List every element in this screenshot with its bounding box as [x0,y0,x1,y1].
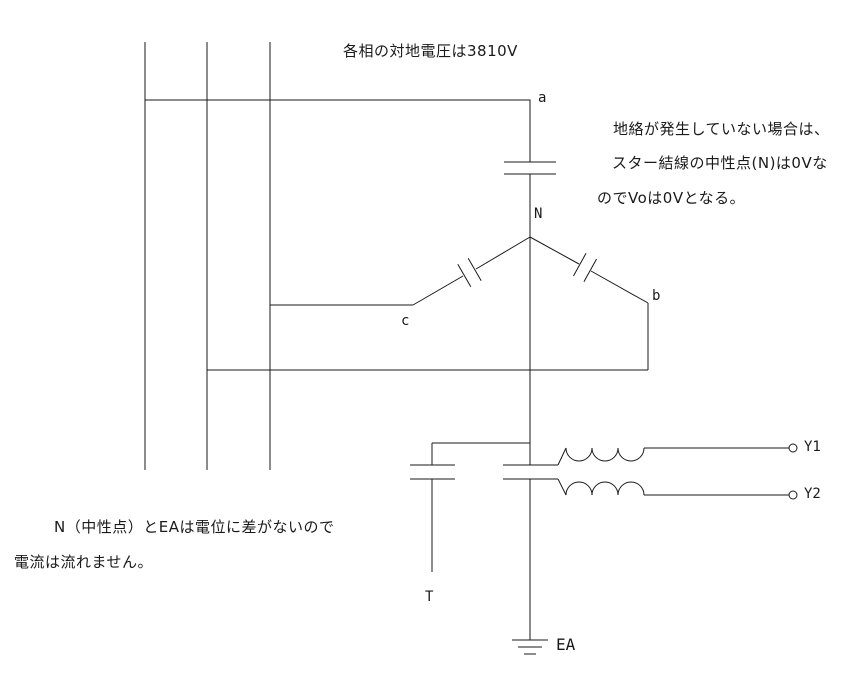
note-no-current-line1: N（中性点）とEAは電位に差がないので [54,518,335,536]
branch-b-wire [207,236,649,371]
ground-symbol-icon [512,639,548,655]
note-phase-voltage: 各相の対地電圧は3810V [343,42,518,60]
label-terminal-y2: Y2 [804,486,821,502]
note-no-fault-line3: のでVoは0Vとなる。 [597,189,746,207]
phase-a-wire [145,99,531,237]
capacitor-b-icon [573,252,597,283]
terminal-y2-circle [788,490,798,500]
terminal-y2-lead [644,490,798,500]
label-neutral-n: N [534,206,543,222]
label-phase-a: a [538,90,547,106]
capacitor-a-icon [504,161,556,175]
transformer-secondary-winding-icon [557,447,645,496]
label-phase-b: b [652,288,661,304]
note-no-fault-line1: 地絡が発生していない場合は、 [613,120,830,138]
terminal-y1-lead [644,443,798,453]
terminal-y1-circle [788,443,798,453]
label-phase-c: c [401,313,410,329]
bus-lines [144,42,271,470]
label-terminal-y1: Y1 [804,439,821,455]
coupling-capacitor-t-icon [410,442,530,572]
transformer-primary-icon [503,464,558,480]
note-no-current-line2: 電流は流れません。 [14,553,154,571]
label-terminal-t: T [425,589,434,605]
label-earth-ea: EA [556,635,576,654]
capacitor-c-icon [457,257,482,288]
note-no-fault-line2: スター結線の中性点(N)は0Vな [612,154,828,172]
branch-c-wire [270,236,531,306]
